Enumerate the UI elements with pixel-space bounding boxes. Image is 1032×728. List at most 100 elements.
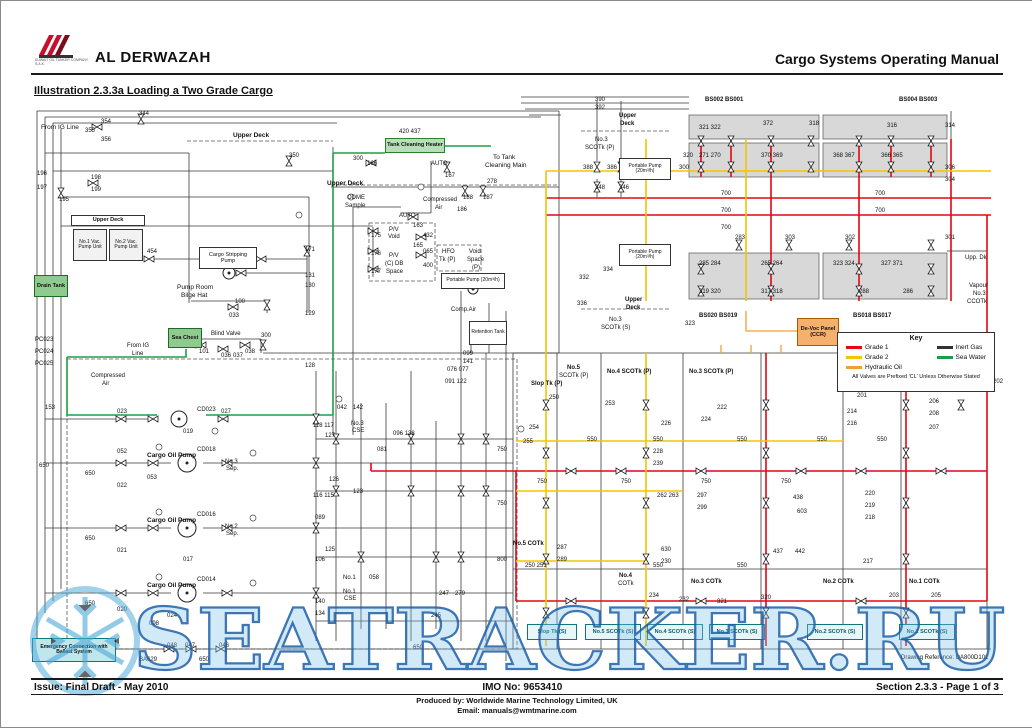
- diagram-label: Compressed: [91, 373, 126, 379]
- diagram-label: ODME: [347, 195, 365, 201]
- diagram-label: To Tank: [493, 154, 516, 161]
- legend-label: Grade 1: [865, 343, 889, 351]
- diagram-label: 037: [233, 353, 244, 359]
- diagram-label: 047: [185, 643, 196, 649]
- diagram-label: Cargo Oil Pump: [147, 517, 197, 524]
- diagram-label: No.3: [225, 459, 238, 465]
- valve-icon: [762, 399, 770, 411]
- valve-icon: [221, 524, 233, 532]
- diagram-label: 304: [945, 177, 956, 183]
- valve-icon: [855, 285, 863, 297]
- diagram-label: 323 324: [833, 261, 855, 267]
- diagram-label: Drawing Reference: DA800D101: [901, 655, 989, 661]
- diagram-label: 750: [497, 501, 508, 507]
- diagram-label: 318: [809, 121, 820, 127]
- diagram-label: PC025: [35, 361, 54, 367]
- valve-icon: [767, 285, 775, 297]
- valve-icon: [367, 227, 379, 235]
- footer-rule-2: [31, 694, 1003, 695]
- diagram-label: 198: [91, 175, 102, 181]
- diagram-label: 033: [229, 313, 240, 319]
- diagram-label: Air: [435, 205, 443, 211]
- diagram-label: 239: [653, 461, 664, 467]
- diagram-label: 140: [315, 599, 326, 605]
- diagram-label: 048: [167, 643, 178, 649]
- diagram-label: 278: [487, 179, 498, 185]
- valve-icon: [457, 485, 465, 497]
- diagram-label: 550: [737, 437, 748, 443]
- diagram-label: 288: [859, 289, 870, 295]
- valve-icon: [642, 447, 650, 459]
- valve-icon: [147, 524, 159, 532]
- valve-icon: [407, 213, 419, 221]
- diagram-label: 650: [85, 471, 96, 477]
- diagram-label: 327 371: [881, 261, 903, 267]
- valve-icon: [115, 589, 127, 597]
- diagram-label: 356: [101, 137, 112, 143]
- valve-icon: [887, 161, 895, 173]
- diagram-label: 219: [865, 503, 876, 509]
- valve-icon: [147, 415, 159, 423]
- valve-icon: [617, 181, 625, 193]
- diagram-label: 186: [457, 207, 468, 213]
- diagram-label: 053: [147, 475, 158, 481]
- diagram-label: 265 264: [761, 261, 783, 267]
- diagram-label: 700: [721, 191, 732, 197]
- equipment-box: Retention Tank: [469, 321, 507, 345]
- equipment-box: No.2 Vac. Pump Unit: [109, 229, 143, 261]
- valve-icon: [143, 255, 155, 263]
- valve-icon: [542, 553, 550, 565]
- diagram-label: 106: [315, 557, 326, 563]
- valve-icon: [695, 597, 707, 605]
- diagram-label: 287: [557, 545, 568, 551]
- legend-color-chip: [936, 355, 953, 359]
- manifold-block: [688, 252, 820, 300]
- diagram-label: 247: [439, 591, 450, 597]
- diagram-label: 432: [423, 233, 434, 239]
- diagram-label: 203: [889, 593, 900, 599]
- diagram-label: 065: [423, 249, 434, 255]
- diagram-label: No.2: [225, 524, 238, 530]
- diagram-label: No.3: [351, 421, 364, 427]
- legend-label: Sea Water: [955, 353, 986, 361]
- diagram-label: Upper: [619, 113, 637, 119]
- diagram-label: No.3: [609, 317, 622, 323]
- diagram-label: 650: [39, 463, 50, 469]
- diagram-label: 020: [117, 607, 128, 613]
- valve-icon: [642, 553, 650, 565]
- diagram-label: 350: [289, 153, 300, 159]
- manifold-block: [822, 114, 948, 140]
- diagram-label: 279: [455, 591, 466, 597]
- diagram-label: 550: [653, 563, 664, 569]
- diagram-label: 370 369: [761, 153, 783, 159]
- diagram-label: 348: [595, 185, 606, 191]
- diagram-label: 300: [679, 165, 690, 171]
- diagram-label: 301: [945, 235, 956, 241]
- valve-icon: [457, 551, 465, 563]
- diagram-label: 019: [183, 429, 194, 435]
- instrument-icon: [155, 573, 163, 581]
- diagram-label: 038: [245, 349, 256, 355]
- diagram-label: Compressed: [423, 197, 458, 203]
- equipment-box: No.4 SCOTk (S): [647, 624, 703, 640]
- manual-title: Cargo Systems Operating Manual: [774, 51, 999, 67]
- valve-icon: [221, 459, 233, 467]
- diagram-label: 197: [37, 185, 48, 191]
- valve-icon: [227, 303, 239, 311]
- diagram-label: 196: [37, 171, 48, 177]
- diagram-label: 442: [795, 549, 806, 555]
- valve-icon: [147, 589, 159, 597]
- valve-icon: [239, 341, 251, 349]
- valve-icon: [697, 263, 705, 275]
- instrument-icon: [517, 425, 525, 433]
- diagram-label: CD018: [197, 447, 216, 453]
- diagram-label: 234: [649, 593, 660, 599]
- diagram-label: BA629: [139, 657, 158, 663]
- valve-icon: [642, 607, 650, 619]
- diagram-label: 177: [371, 269, 382, 275]
- diagram-label: 058: [369, 575, 380, 581]
- diagram-label: 550: [587, 437, 598, 443]
- diagram-label: 550: [653, 437, 664, 443]
- valve-icon: [482, 485, 490, 497]
- valve-icon: [312, 413, 320, 425]
